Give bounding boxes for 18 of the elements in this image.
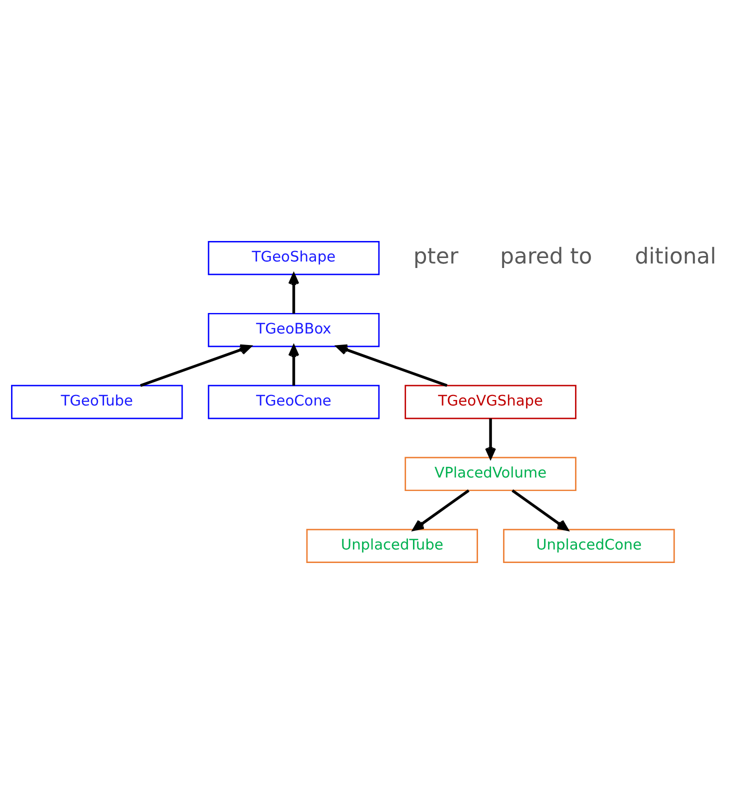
- node-box: TGeoShape: [208, 240, 380, 276]
- node-box: TGeoVGShape: [404, 384, 576, 420]
- arrow: [288, 345, 300, 386]
- label: pared to: [500, 244, 592, 270]
- arrow: [412, 489, 470, 531]
- arrow: [336, 344, 448, 387]
- node-box: VPlacedVolume: [404, 456, 576, 492]
- node-box: TGeoCone: [208, 384, 380, 420]
- label: ditional: [634, 244, 716, 270]
- arrow: [288, 273, 300, 314]
- node-box: UnplacedTube: [306, 528, 478, 564]
- node-box: UnplacedCone: [503, 528, 675, 564]
- arrow: [140, 344, 252, 387]
- label: pter: [413, 244, 458, 270]
- node-box: TGeoTube: [11, 384, 183, 420]
- arrow: [512, 489, 569, 531]
- node-box: TGeoBBox: [208, 312, 380, 348]
- arrow: [485, 418, 496, 459]
